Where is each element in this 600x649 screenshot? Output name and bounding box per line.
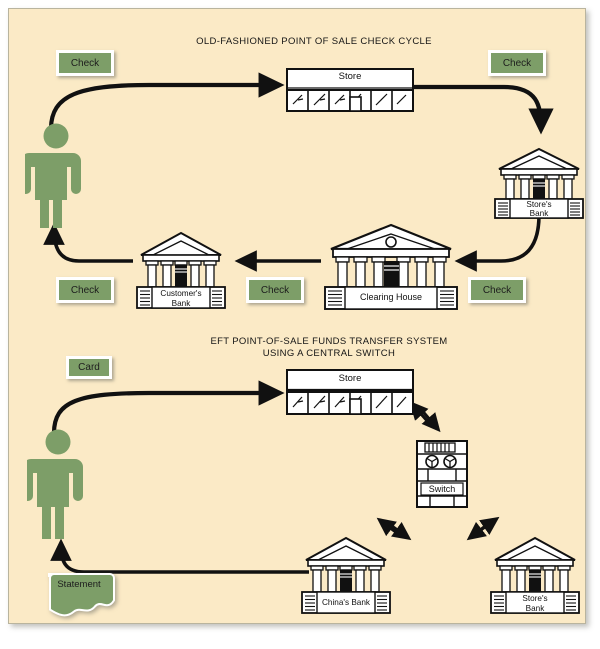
bank-clearing-house: Clearing House <box>323 223 459 311</box>
label-check-3[interactable]: Check <box>468 277 526 303</box>
label-check-1[interactable]: Check <box>56 50 114 76</box>
bank-stores-bank-top: Store's Bank <box>493 147 585 219</box>
label-statement[interactable]: Statement <box>42 572 116 618</box>
customer-person-bottom <box>27 429 89 539</box>
label-card[interactable]: Card <box>66 356 112 379</box>
label-check-4[interactable]: Check <box>246 277 304 303</box>
bank-chinas-bank: China's Bank <box>300 536 392 614</box>
label-check-2[interactable]: Check <box>488 50 546 76</box>
diagram-panel: OLD-FASHIONED POINT OF SALE CHECK CYCLE … <box>8 8 586 624</box>
customer-person-top <box>25 123 87 228</box>
title-eft-line2: USING A CENTRAL SWITCH <box>262 348 396 359</box>
title-old-fashioned-check-cycle: OLD-FASHIONED POINT OF SALE CHECK CYCLE <box>196 36 432 47</box>
store-bottom-label: Store <box>338 373 362 384</box>
store-bottom: Store <box>286 369 414 415</box>
central-switch-label: Switch <box>428 484 456 494</box>
label-check-5[interactable]: Check <box>56 277 114 303</box>
label-statement-text: Statement <box>57 579 101 590</box>
bank-customers-bank: Customer's Bank <box>135 231 227 309</box>
title-eft-line1: EFT POINT-OF-SALE FUNDS TRANSFER SYSTEM <box>210 336 448 347</box>
bank-stores-bank-bottom: Store's Bank <box>489 536 581 614</box>
store-top-label: Store <box>338 71 362 82</box>
central-switch: Switch <box>416 440 468 508</box>
store-top: Store <box>286 68 414 112</box>
